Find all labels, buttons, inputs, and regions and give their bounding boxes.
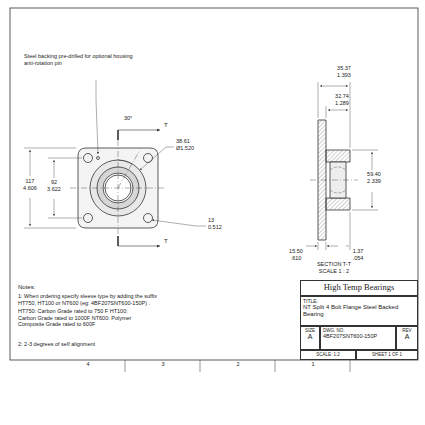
cell-text: SCALE: 1:2: [303, 352, 353, 357]
dimension-inch: .054: [353, 255, 364, 262]
dimension-inch: 0.512: [208, 224, 222, 231]
section-letter: T: [164, 122, 168, 129]
dimension-inch: 1.393: [337, 72, 351, 79]
dimension-inch: 4.606: [23, 185, 37, 192]
dimension-inch: 1.289: [335, 100, 349, 107]
note-text: HT750: Carbon Grade rated to 750 F HT100…: [18, 308, 138, 328]
cell-text: DWG. NO.: [323, 328, 393, 333]
title-cell: TITLE:NT Split 4 Bolt Flange Steel Backe…: [300, 296, 418, 326]
dimension-metric: 92: [51, 179, 57, 186]
zone-number: 4: [86, 361, 89, 368]
cell-text: REV: [399, 328, 415, 333]
dimension-inch: 2.339: [367, 178, 381, 185]
front-view: [24, 80, 206, 246]
section-view: [306, 82, 378, 250]
dimension-metric: 35.37: [337, 65, 351, 72]
dimension-metric: 117: [26, 178, 35, 185]
zone-number: 1: [311, 361, 314, 368]
sheet-frame: [10, 8, 418, 360]
drawing-number-cell: DWG. NO.4BF207SNT600-150P: [320, 326, 396, 350]
cell-value: A: [399, 333, 415, 341]
dimension-inch: .610: [291, 255, 302, 262]
notes-heading: Notes:: [18, 284, 35, 291]
sheet-cell: SHEET 1 OF 1: [356, 350, 418, 360]
cell-text: SHEET 1 OF 1: [359, 352, 415, 357]
cell-value: NT Split 4 Bolt Flange Steel Backed Bear…: [303, 304, 415, 318]
note-text: 1: When ordering specify sleeve type by …: [18, 293, 168, 306]
cell-text: SIZE: [303, 328, 317, 333]
section-title: SECTION T-T: [317, 261, 351, 268]
dimension-metric: 59.40: [367, 171, 381, 178]
dimension-inch: 3.622: [47, 186, 61, 193]
revision-cell: REVA: [396, 326, 418, 350]
cell-text: TITLE:: [303, 298, 415, 304]
zone-number: 2: [236, 361, 239, 368]
dimension-metric: 15.50: [289, 248, 303, 255]
angle-dimension: 30°: [124, 115, 132, 122]
zone-ticks: [125, 360, 350, 372]
note-text: 2: 2-3 degrees of self alignment: [18, 341, 95, 348]
dimension-inch: Ø1.520: [176, 145, 194, 152]
dimension-metric: 38.61: [176, 138, 190, 145]
cell-value: 4BF207SNT600-150P: [323, 333, 393, 340]
scale-cell: SCALE: 1:2: [300, 350, 356, 360]
cell-value: A: [303, 333, 317, 341]
section-scale: SCALE 1 : 2: [319, 268, 349, 275]
section-letter: T: [164, 238, 168, 245]
callout-note: Steel backing pre-drilled for optional h…: [24, 53, 136, 66]
dimension-metric: 1.37: [353, 248, 364, 255]
cell-text: High Temp Bearings: [303, 282, 415, 292]
dimension-metric: 32.74: [335, 93, 349, 100]
size-cell: SIZEA: [300, 326, 320, 350]
zone-number: 3: [161, 361, 164, 368]
dimension-metric: 13: [208, 217, 214, 224]
company-cell: High Temp Bearings: [300, 280, 418, 296]
